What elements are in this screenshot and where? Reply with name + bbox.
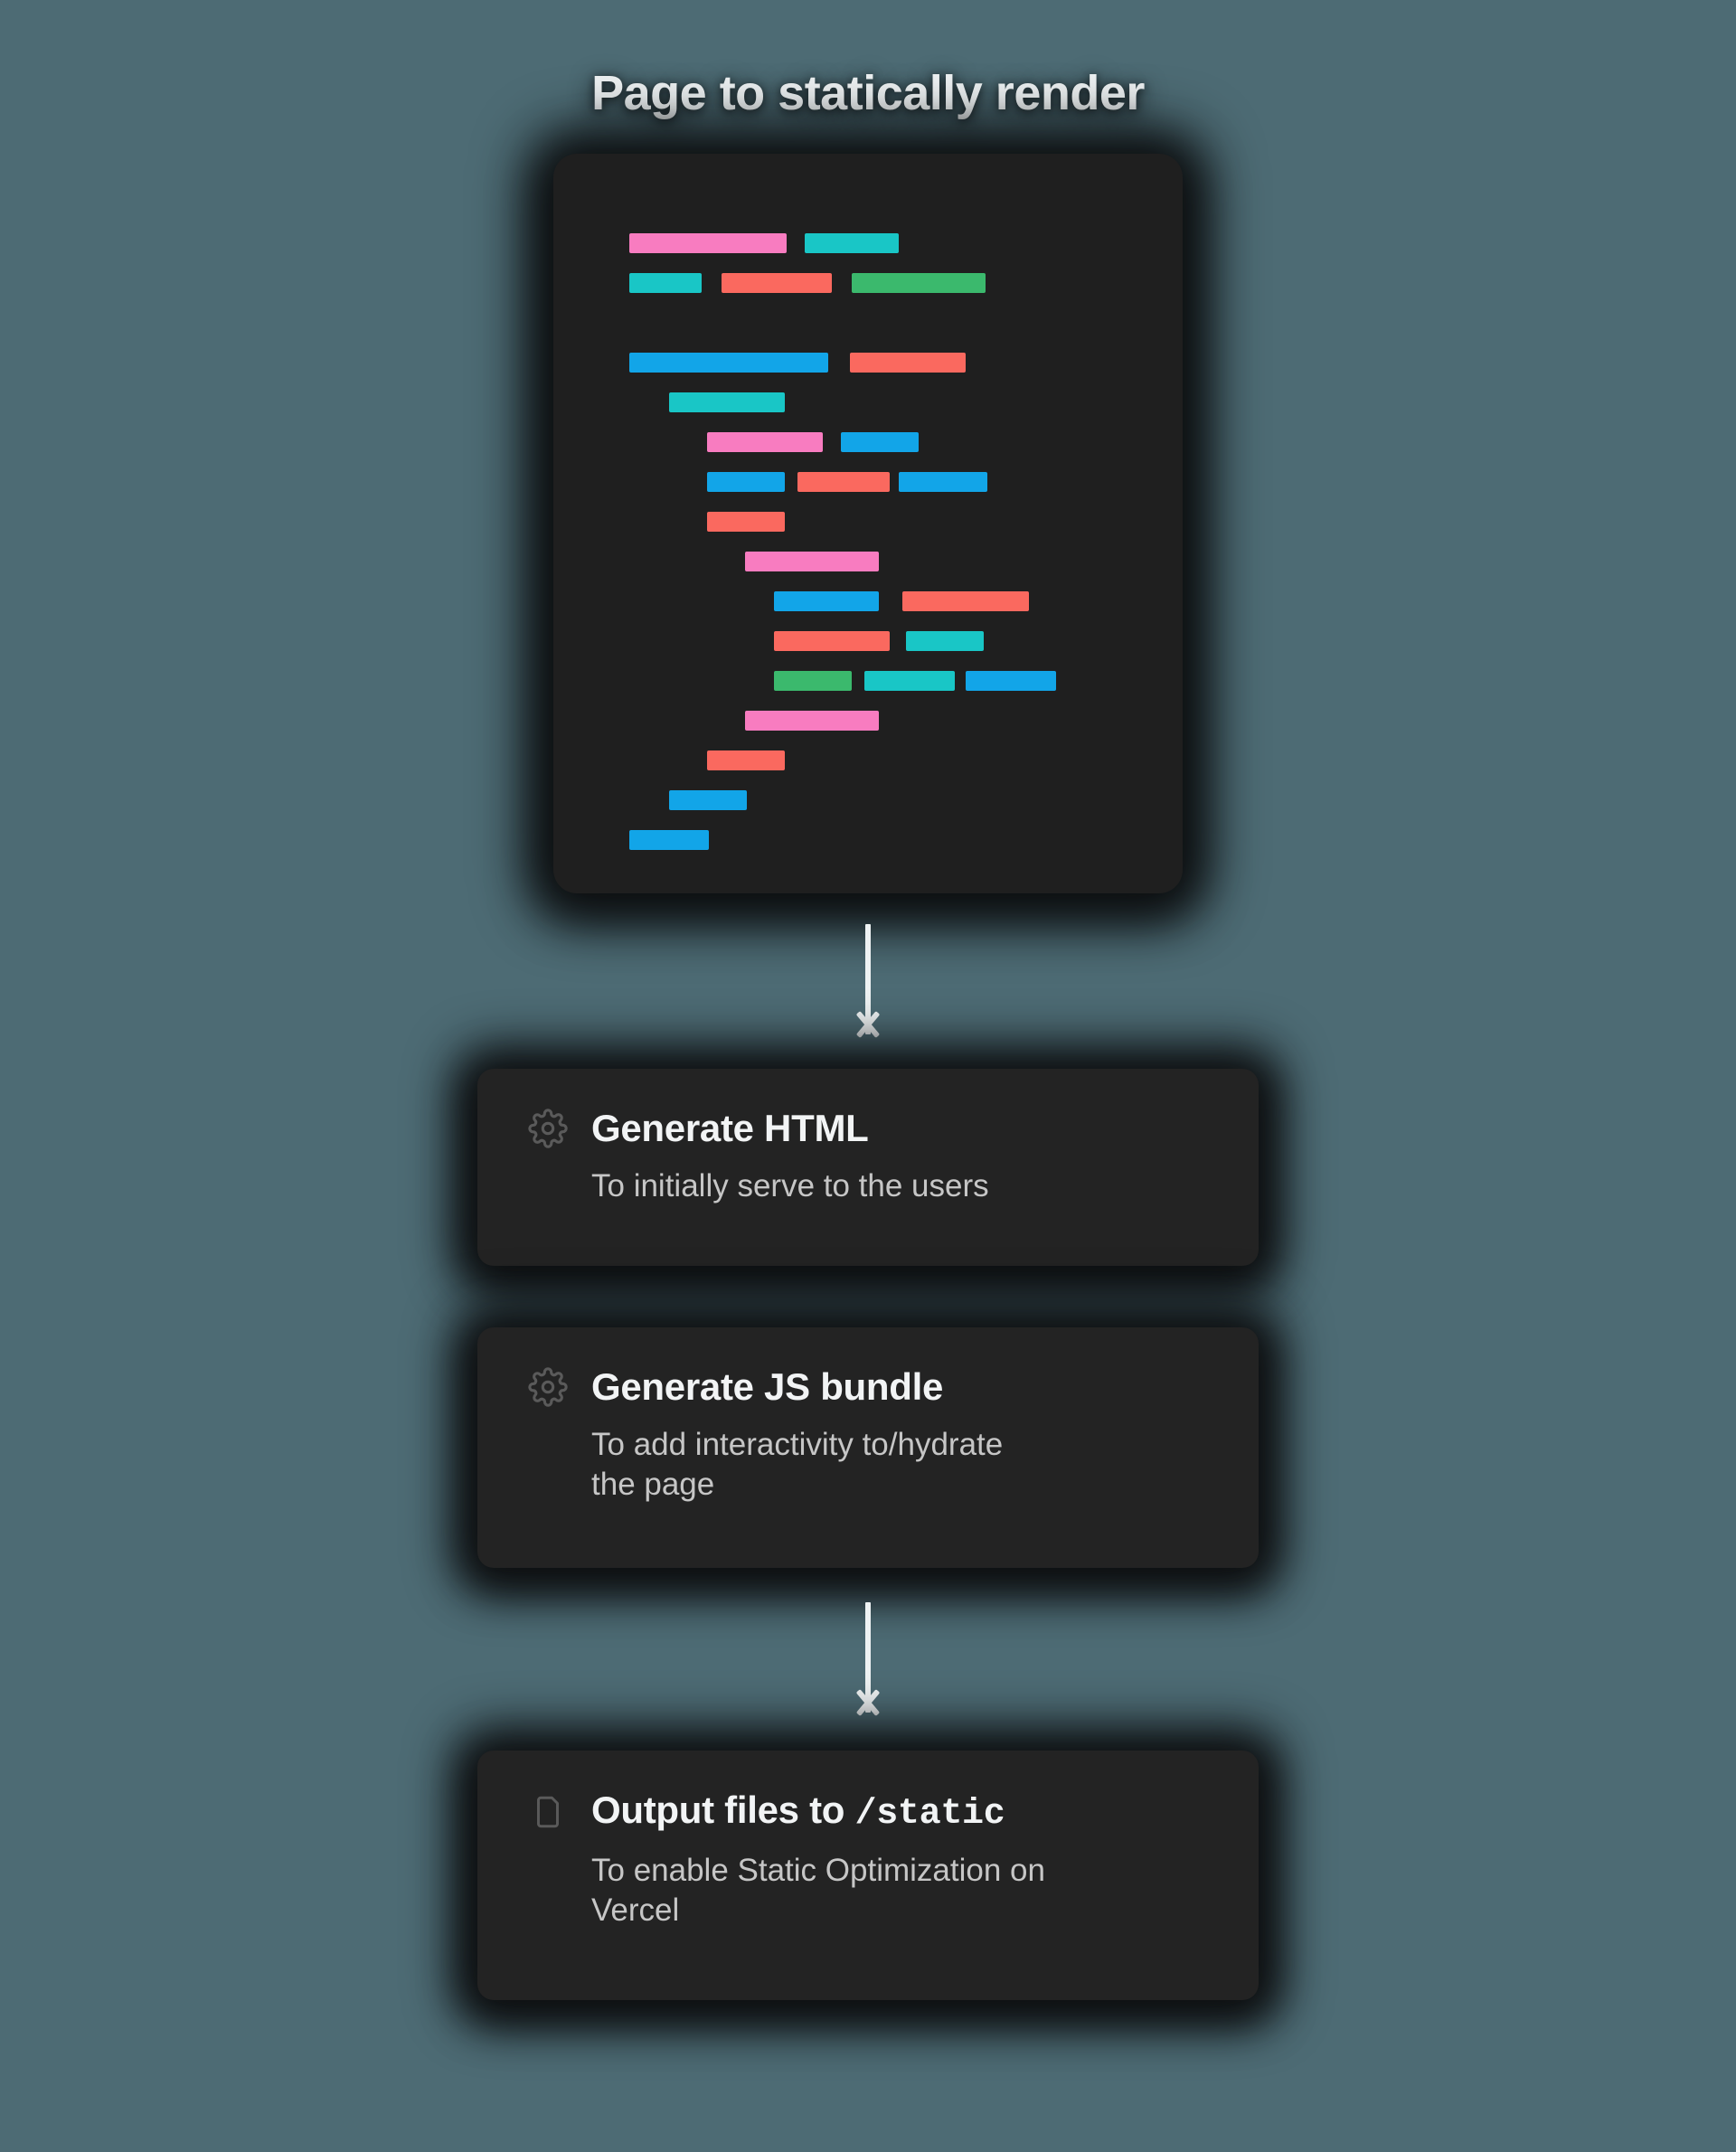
code-token (629, 233, 787, 253)
code-token (669, 790, 747, 810)
code-token (797, 472, 890, 492)
gear-icon (526, 1107, 570, 1150)
code-token (722, 273, 832, 293)
code-lines (553, 154, 1183, 893)
code-token (707, 512, 785, 532)
step-card-header: Generate JS bundle (477, 1365, 1259, 1409)
code-token (629, 830, 709, 850)
page-source-code-card (553, 154, 1183, 893)
arrow-shaft (865, 1602, 871, 1713)
step-card-generate-js-bundle[interactable]: Generate JS bundle To add interactivity … (477, 1327, 1259, 1568)
page-title: Page to statically render (591, 66, 1145, 120)
step-card-output-files-static[interactable]: Output files to /static To enable Static… (477, 1751, 1259, 2000)
step-title: Output files to /static (591, 1789, 1005, 1835)
step-card-generate-html[interactable]: Generate HTML To initially serve to the … (477, 1069, 1259, 1266)
step-title-path: /static (854, 1794, 1005, 1835)
arrow-code-to-html-icon (850, 924, 886, 1051)
step-card-header: Output files to /static (477, 1789, 1259, 1835)
code-token (864, 671, 955, 691)
code-token (966, 671, 1056, 691)
arrow-head (850, 1011, 886, 1042)
code-token (745, 711, 879, 731)
code-token (774, 591, 879, 611)
code-token (774, 631, 890, 651)
code-token (841, 432, 919, 452)
code-token (906, 631, 984, 651)
arrow-shaft (865, 924, 871, 1034)
step-subtitle: To enable Static Optimization on Vercel (591, 1853, 1045, 1929)
step-title-prefix: Output files to (591, 1789, 855, 1831)
step-card-header: Generate HTML (477, 1107, 1259, 1150)
arrow-head (850, 1689, 886, 1720)
code-token (629, 273, 702, 293)
code-token (629, 353, 828, 373)
code-token (899, 472, 987, 492)
step-subtitle: To add interactivity to/hydrate the page (591, 1427, 1004, 1503)
code-token (850, 353, 966, 373)
code-token (707, 432, 823, 452)
code-token (852, 273, 986, 293)
step-title: Generate HTML (591, 1107, 869, 1149)
code-token (745, 552, 879, 571)
code-token (774, 671, 852, 691)
step-subtitle: To initially serve to the users (591, 1168, 989, 1203)
code-token (707, 750, 785, 770)
arrow-js-to-static-icon (850, 1602, 886, 1729)
code-token (707, 472, 785, 492)
gear-icon (526, 1365, 570, 1409)
file-icon (526, 1790, 570, 1834)
code-token (805, 233, 899, 253)
code-token (669, 392, 785, 412)
step-title: Generate JS bundle (591, 1365, 944, 1408)
code-token (902, 591, 1029, 611)
